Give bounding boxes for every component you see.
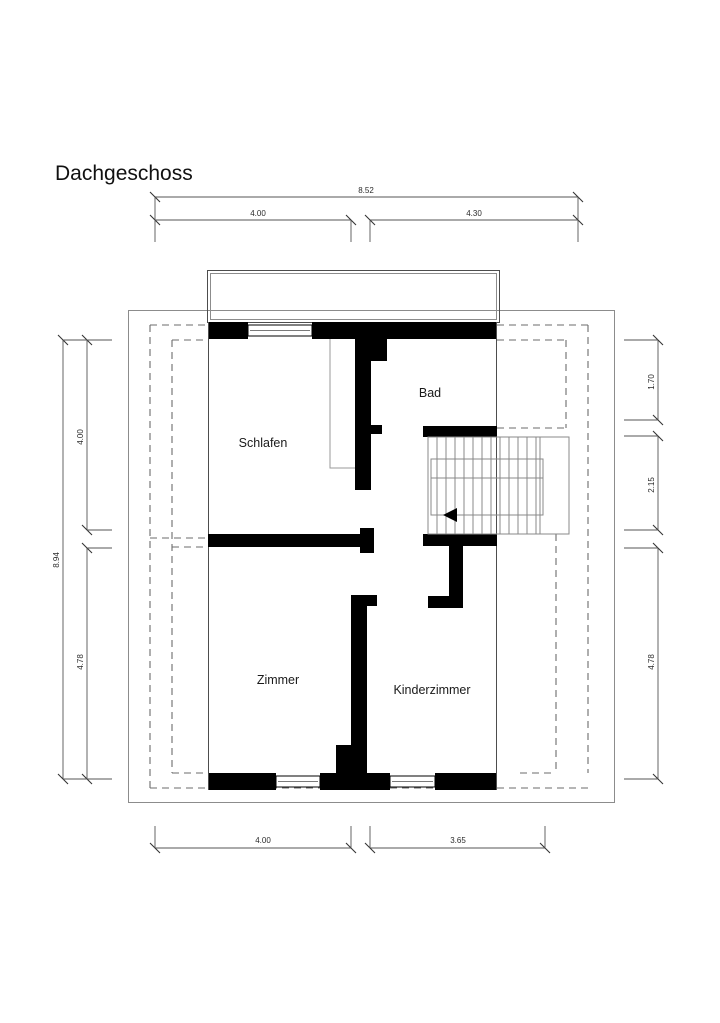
window-top-schlafen — [247, 324, 313, 337]
dim-top-overall: 8.52 — [358, 186, 374, 195]
up-direction-arrow — [443, 508, 457, 522]
dim-top-seg-1: 4.00 — [250, 209, 266, 218]
dimension-chain-top: 8.52 4.00 4.30 — [149, 186, 584, 242]
dim-bottom-seg-1: 4.00 — [255, 836, 271, 845]
dimension-chain-right: 1.70 2.15 4.78 — [624, 334, 664, 785]
dim-right-seg-1: 1.70 — [647, 374, 656, 390]
room-label-schlafen: Schlafen — [239, 436, 288, 450]
dimension-chain-bottom: 4.00 3.65 — [149, 826, 551, 854]
dim-right-seg-3: 4.78 — [647, 654, 656, 670]
room-label-kinderzimmer: Kinderzimmer — [393, 683, 470, 697]
dim-left-overall: 8.94 — [52, 552, 61, 568]
window-bottom-kinderzimmer — [389, 775, 436, 788]
window-bottom-zimmer — [275, 775, 321, 788]
door-swing-schlafen — [329, 339, 355, 469]
interior-walls — [208, 339, 497, 790]
dim-right-seg-2: 2.15 — [647, 477, 656, 493]
dim-top-seg-2: 4.30 — [466, 209, 482, 218]
staircase — [427, 436, 570, 535]
page-title: Dachgeschoss — [55, 162, 193, 185]
building-envelope-outline — [128, 310, 615, 803]
dimension-chain-left: 8.94 4.00 4.78 — [52, 334, 112, 785]
room-label-bad: Bad — [419, 386, 441, 400]
dim-left-seg-2: 4.78 — [76, 654, 85, 670]
dim-left-seg-1: 4.00 — [76, 429, 85, 445]
dim-bottom-seg-2: 3.65 — [450, 836, 466, 845]
room-label-zimmer: Zimmer — [257, 673, 299, 687]
